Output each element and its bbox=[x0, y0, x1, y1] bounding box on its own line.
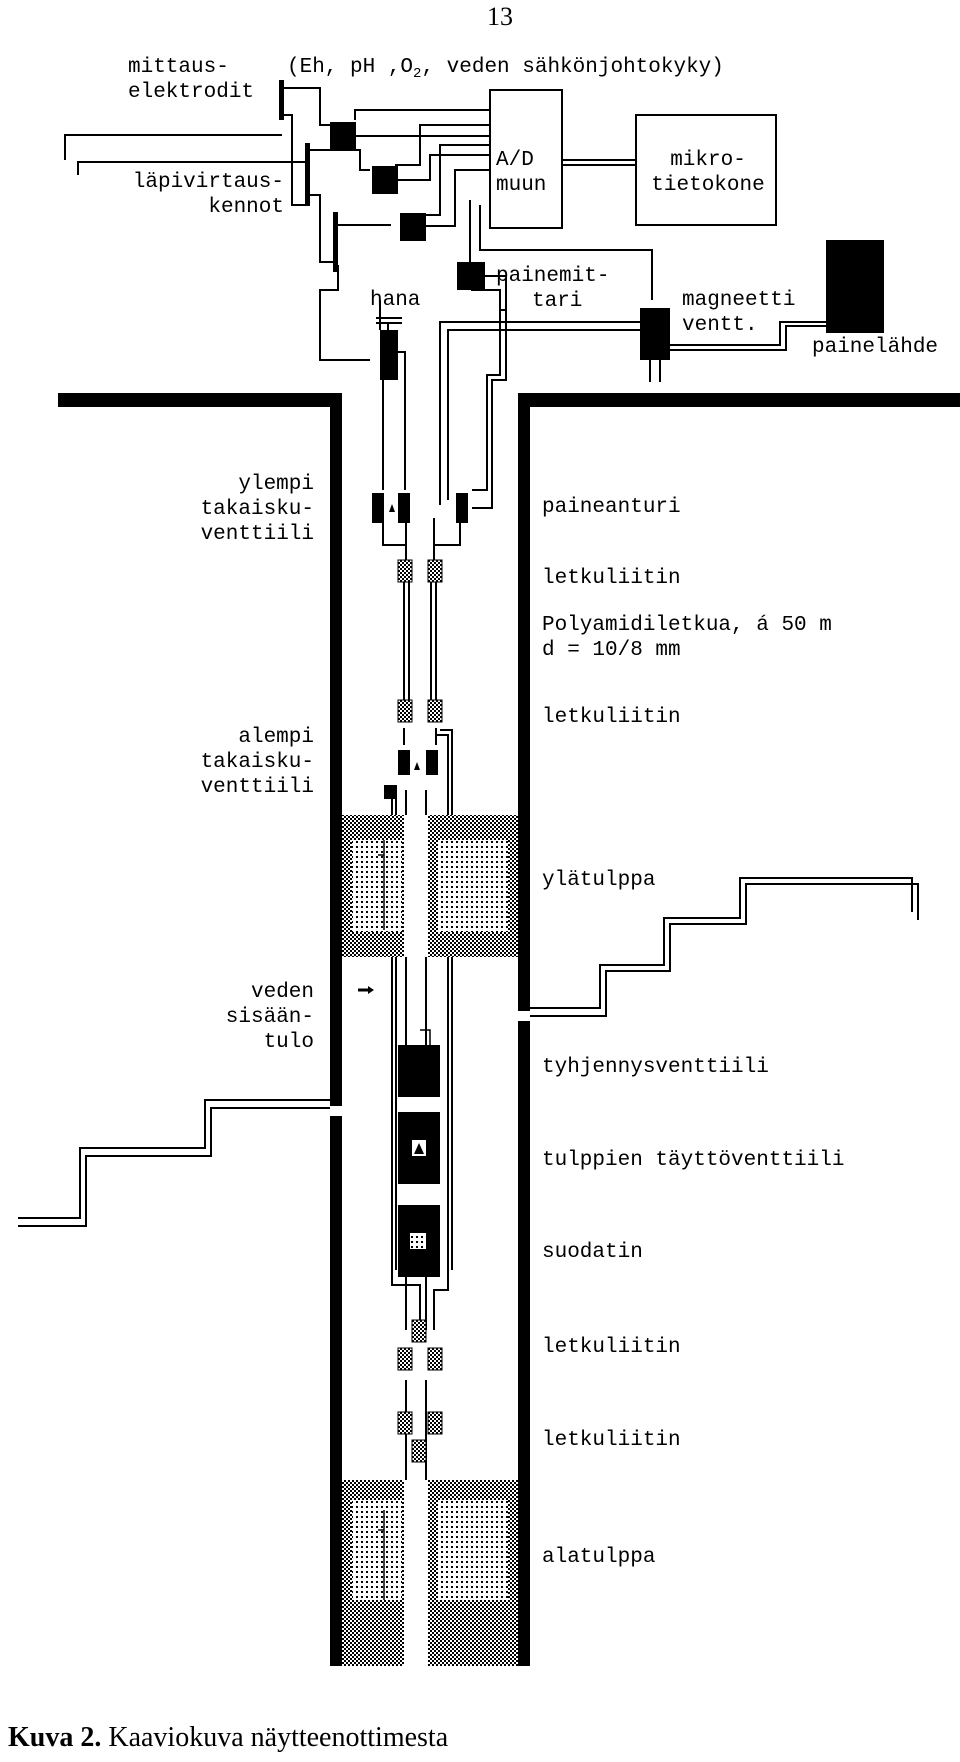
connector-pair-3 bbox=[397, 1319, 443, 1371]
label-line: A/D bbox=[496, 149, 534, 172]
label-tyhjennysventtiili: tyhjennysventtiili bbox=[542, 1056, 769, 1079]
signal-block-2 bbox=[372, 166, 398, 194]
top-wiring bbox=[64, 80, 653, 361]
alempi-takaisku-arrow bbox=[414, 762, 420, 770]
label-line: venttiili bbox=[200, 776, 314, 799]
label-letkuliitin-2: letkuliitin bbox=[542, 706, 681, 729]
label-line: muun bbox=[496, 174, 547, 197]
alempi-takaisku-left bbox=[398, 750, 410, 775]
label-letkuliitin-3: letkuliitin bbox=[542, 1336, 681, 1359]
label-line: mittaus- bbox=[128, 56, 229, 79]
label-line: painemit- bbox=[496, 265, 610, 288]
label-line: takaisku- bbox=[200, 498, 314, 521]
figure-caption: Kuva 2. Kaaviokuva näytteenottimesta bbox=[8, 1722, 448, 1754]
signal-block-3 bbox=[400, 213, 426, 241]
label-hana: hana bbox=[370, 289, 421, 312]
label-polyamidiletkua: Polyamidiletkua, á 50 m d = 10/8 mm bbox=[542, 613, 832, 663]
label-alempi-takaiskuventtiili: alempi takaisku- venttiili bbox=[150, 725, 314, 800]
label-line: takaisku- bbox=[200, 751, 314, 774]
connector-pair-1 bbox=[397, 559, 443, 583]
alatulppa-packer bbox=[342, 1480, 518, 1666]
label-line: veden bbox=[250, 981, 314, 1004]
stepped-pipe-right bbox=[530, 877, 919, 1017]
caption-prefix: Kuva 2. bbox=[8, 1722, 102, 1753]
ad-box bbox=[489, 89, 563, 229]
ylempi-takaisku-arrow bbox=[389, 504, 395, 512]
label-parameters-rest: , veden sähkönjohtokyky) bbox=[421, 56, 724, 79]
label-line: elektrodit bbox=[128, 81, 255, 104]
label-tulppien-tayttoventtiili: tulppien täyttöventtiili bbox=[542, 1149, 845, 1172]
hana-valve-block bbox=[380, 330, 398, 380]
connector-pair-4 bbox=[397, 1411, 443, 1463]
label-line: tietokone bbox=[651, 174, 765, 197]
label-line: mikro- bbox=[670, 149, 746, 172]
signal-block-1 bbox=[330, 122, 356, 150]
label-alatulppa: alatulppa bbox=[542, 1546, 656, 1569]
label-line: magneetti bbox=[682, 289, 796, 312]
label-parameters: (Eh, pH ,O2, veden sähkönjohtokyky) bbox=[287, 55, 724, 87]
label-ylatulppa: ylätulppa bbox=[542, 869, 656, 892]
label-letkuliitin-1: letkuliitin bbox=[542, 567, 681, 590]
label-painelahde: painelähde bbox=[812, 336, 939, 359]
label-parameters-sub: 2 bbox=[413, 66, 422, 83]
mikrotietokone-box bbox=[635, 114, 777, 226]
label-line: venttiili bbox=[200, 523, 314, 546]
alempi-small-block bbox=[384, 785, 396, 799]
label-line: sisään- bbox=[225, 1006, 314, 1029]
tyhjennysventtiili-block bbox=[398, 1045, 440, 1097]
painelahde-block bbox=[826, 240, 884, 333]
label-line: Polyamidiletkua, á 50 m bbox=[542, 614, 832, 637]
caption-text: Kaaviokuva näytteenottimesta bbox=[101, 1722, 449, 1753]
ground-line-left bbox=[58, 393, 342, 407]
label-suodatin: suodatin bbox=[542, 1241, 643, 1264]
label-magneettiventt: magneetti ventt. bbox=[682, 288, 795, 338]
label-paineanturi: paineanturi bbox=[542, 496, 681, 519]
label-letkuliitin-4: letkuliitin bbox=[542, 1429, 681, 1452]
label-ad-muun: A/D muun bbox=[496, 148, 546, 198]
veden-sisaantulo-arrow bbox=[358, 986, 374, 994]
ylempi-takaisku-right bbox=[398, 493, 410, 523]
label-parameters-main: (Eh, pH ,O bbox=[287, 56, 414, 79]
borehole-left-wall bbox=[330, 393, 342, 1666]
page-number: 13 bbox=[487, 2, 513, 31]
label-lapivirtauskennot: läpivirtaus- kennot bbox=[96, 170, 284, 220]
label-line: ventt. bbox=[682, 314, 758, 337]
label-mittauselektrodit: mittaus- elektrodit bbox=[128, 55, 254, 105]
label-line: tari bbox=[532, 290, 583, 313]
label-line: alempi bbox=[238, 726, 314, 749]
label-mikrotietokone: mikro- tietokone bbox=[640, 148, 776, 198]
label-painemittari: painemit- tari bbox=[496, 264, 609, 314]
ylempi-takaisku-left bbox=[372, 493, 384, 523]
connector-pair-2 bbox=[397, 699, 443, 723]
label-ylempi-takaiskuventtiili: ylempi takaisku- venttiili bbox=[150, 472, 314, 547]
label-line: ylempi bbox=[238, 473, 314, 496]
magneettiventtiili-block bbox=[640, 308, 670, 360]
alempi-takaisku-right bbox=[426, 750, 438, 775]
ground-line-right bbox=[518, 393, 960, 407]
stepped-pipe-left bbox=[18, 1099, 330, 1227]
label-line: d = 10/8 mm bbox=[542, 639, 681, 662]
label-line: tulo bbox=[263, 1031, 314, 1054]
ylatulppa-packer bbox=[342, 815, 518, 957]
borehole-right-wall bbox=[518, 393, 530, 1666]
paineanturi-block bbox=[456, 493, 468, 523]
painemittari-block bbox=[457, 262, 485, 290]
label-line: kennot bbox=[208, 196, 284, 219]
label-veden-sisaantulo: veden sisään- tulo bbox=[150, 980, 314, 1055]
label-line: läpivirtaus- bbox=[132, 171, 284, 194]
